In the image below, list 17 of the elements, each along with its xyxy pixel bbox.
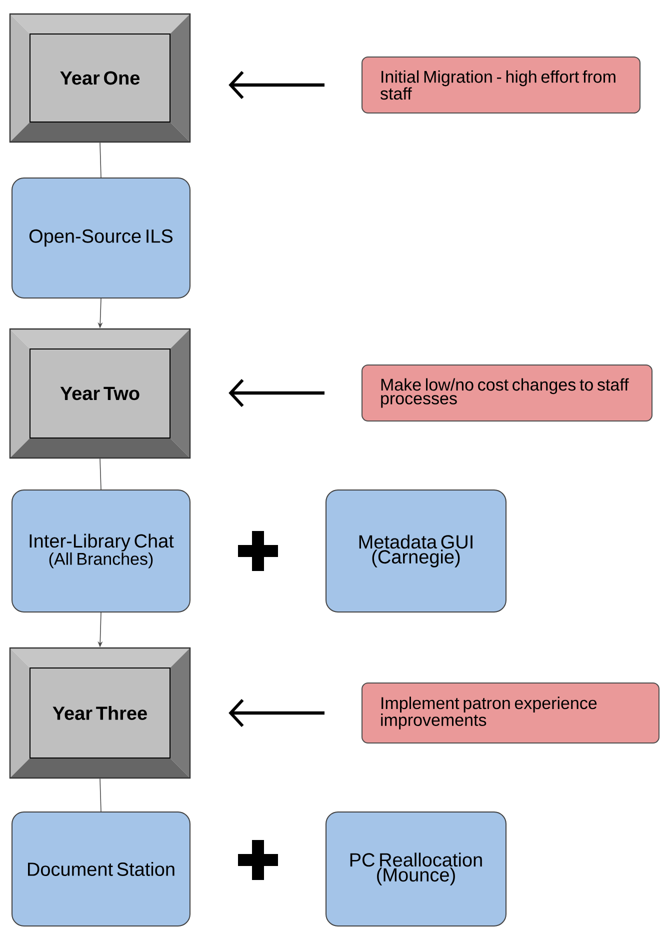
connector-line bbox=[100, 142, 102, 178]
process-box: PC Reallocation (Mounce) bbox=[326, 812, 506, 926]
process-box: Document Station bbox=[12, 812, 190, 926]
connector-line bbox=[100, 778, 102, 812]
note-box: Initial Migration - high effort from staff bbox=[362, 56, 640, 114]
process-box: Open-Source ILS bbox=[12, 178, 190, 298]
year-box: Year One bbox=[9, 13, 191, 143]
connector-line bbox=[100, 458, 102, 490]
note-box: Make low/no cost changes to staff processes bbox=[362, 364, 652, 422]
arrow bbox=[228, 378, 324, 408]
process-box: Metadata GUI (Carnegie) bbox=[326, 490, 506, 612]
year-box: Year Two bbox=[9, 328, 191, 459]
year-box: Year Three bbox=[9, 647, 191, 779]
process-box: Inter-Library Chat (All Branches) bbox=[12, 490, 190, 612]
arrow bbox=[228, 699, 324, 728]
note-box: Implement patron experience improvements bbox=[362, 682, 660, 744]
arrow bbox=[228, 70, 324, 100]
